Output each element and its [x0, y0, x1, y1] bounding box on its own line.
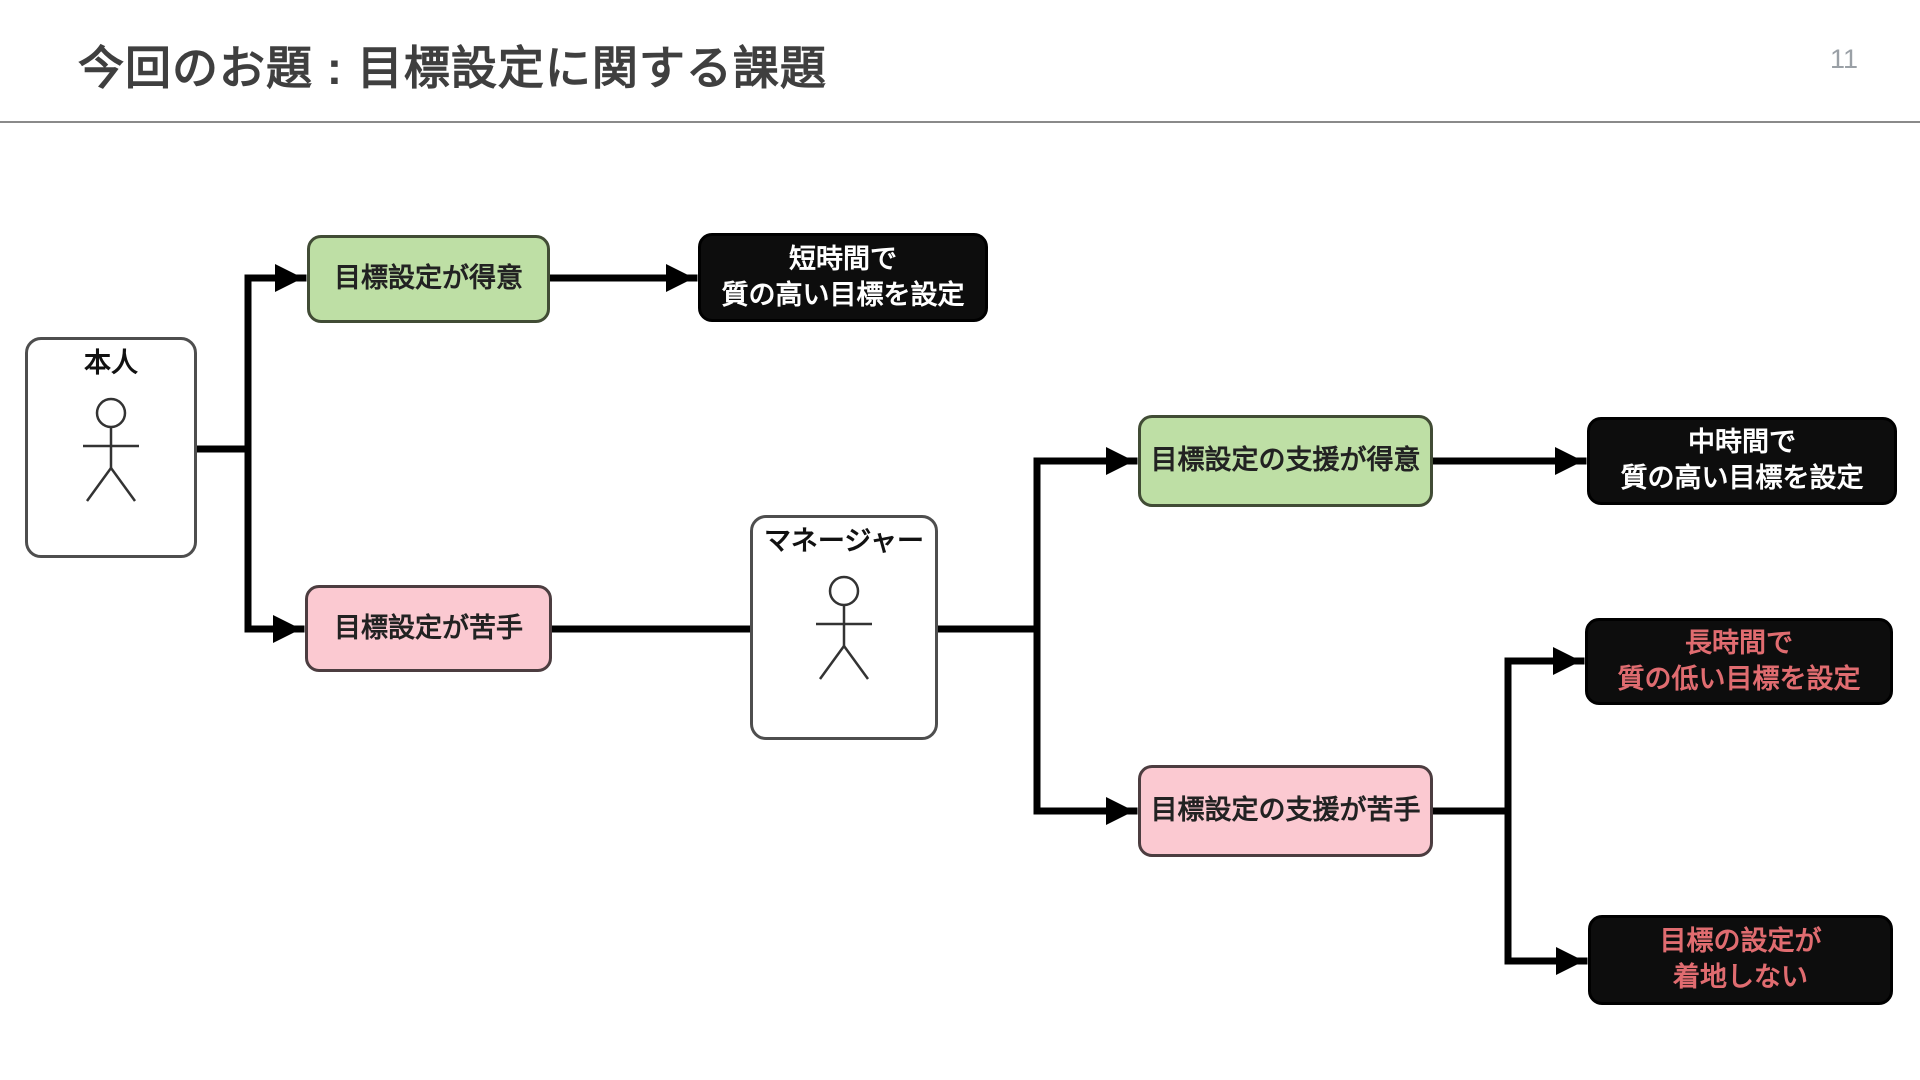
- stick-figure-icon: [816, 575, 872, 680]
- node-long-time-line2: 質の低い目標を設定: [1617, 663, 1861, 694]
- node-person-label: 本人: [84, 348, 138, 378]
- node-no-landing-line2: 着地しない: [1673, 962, 1808, 992]
- node-support-bad: 目標設定の支援が苦手: [1138, 765, 1433, 857]
- title-divider: [0, 121, 1920, 123]
- node-mid-time-line2: 質の高い目標を設定: [1620, 463, 1864, 493]
- node-good-at-goals: 目標設定が得意: [307, 235, 550, 323]
- node-long-time-line1: 長時間で: [1685, 627, 1793, 658]
- node-goal-no-landing: 目標の設定が 着地しない: [1588, 915, 1893, 1005]
- node-support-good-label: 目標設定の支援が得意: [1150, 445, 1421, 476]
- stick-figure-icon: [83, 397, 139, 502]
- node-manager-label: マネージャー: [763, 526, 925, 556]
- node-mid-time-high-quality: 中時間で 質の高い目標を設定: [1587, 417, 1897, 505]
- node-long-time-low-quality: 長時間で 質の低い目標を設定: [1585, 618, 1893, 705]
- node-short-time-high-quality: 短時間で 質の高い目標を設定: [698, 233, 988, 322]
- node-short-time-line2: 質の高い目標を設定: [721, 279, 965, 310]
- node-bad-at-goals-label: 目標設定が苦手: [334, 612, 523, 643]
- node-good-at-goals-label: 目標設定が得意: [334, 263, 523, 294]
- page-number: 11: [1829, 44, 1858, 74]
- node-manager: マネージャー: [750, 515, 938, 740]
- node-short-time-line1: 短時間で: [789, 243, 897, 274]
- slide-title: 今回のお題 : 目標設定に関する課題: [78, 42, 827, 94]
- node-no-landing-line1: 目標の設定が: [1659, 926, 1822, 957]
- node-person: 本人: [25, 337, 197, 558]
- node-support-bad-label: 目標設定の支援が苦手: [1150, 795, 1421, 826]
- node-bad-at-goals: 目標設定が苦手: [305, 585, 552, 672]
- node-mid-time-line1: 中時間で: [1688, 427, 1796, 458]
- node-support-good: 目標設定の支援が得意: [1138, 415, 1433, 507]
